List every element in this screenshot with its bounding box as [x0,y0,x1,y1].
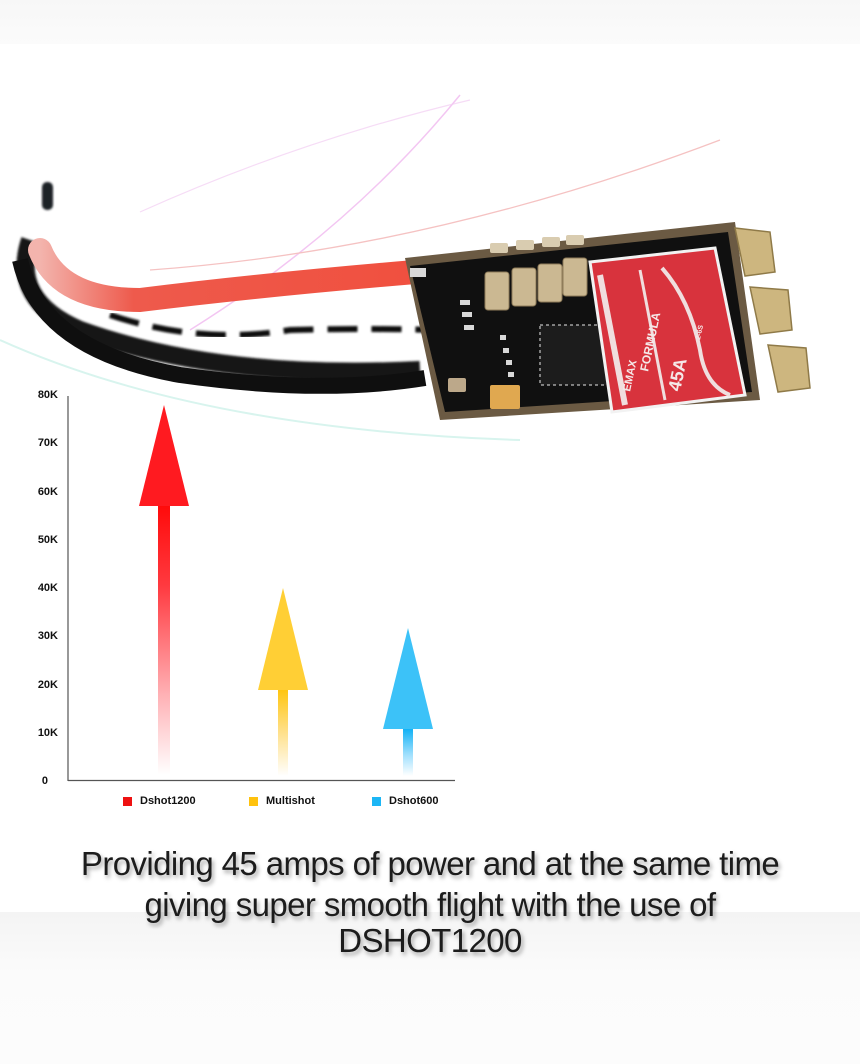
y-tick-20k: 20K [37,679,58,691]
svg-text:2-6S: 2-6S [695,324,705,340]
legend-swatch-blue [372,796,381,806]
legend-label: Dshot1200 [140,795,196,807]
top-band [0,0,860,44]
y-tick-50k: 50K [37,534,58,546]
y-tick-0: 0 [41,775,48,787]
y-tick-30k: 30K [37,630,58,642]
y-tick-10k: 10K [37,727,58,739]
y-tick-70k: 70K [37,437,58,449]
tantalum-capacitor [490,385,520,409]
motor-pads [734,227,811,393]
legend-item-multishot: Multishot [249,795,315,807]
bar-dshot1200 [139,405,189,775]
swoosh-red [149,139,721,271]
legend-swatch-yellow [249,796,258,806]
y-tick-80k: 80K [37,389,58,401]
caption-line-3: DSHOT1200 [338,922,522,959]
esc-label: FORMULA EMAX 45A 2-6S [588,246,747,414]
swoosh-teal [0,339,521,441]
legend-label: Dshot600 [389,795,439,807]
esc-cables [12,182,441,394]
caption-line-2: giving super smooth flight with the use … [144,886,717,923]
y-tick-40k: 40K [37,582,58,594]
y-tick-60k: 60K [37,486,58,498]
caption-line-1: Providing 45 amps of power and at the sa… [80,845,780,882]
bottom-band [0,912,860,1064]
bar-multishot [258,588,308,776]
bar-dshot600 [383,628,433,776]
swoosh-pink [189,94,461,331]
esc-board: FORMULA EMAX 45A 2-6S [405,222,811,420]
marketing-caption: Providing 45 amps of power and at the sa… [0,843,860,961]
legend-label: Multishot [266,795,315,807]
legend-item-dshot1200: Dshot1200 [123,795,196,807]
legend-swatch-red [123,796,132,806]
legend-item-dshot600: Dshot600 [372,795,439,807]
